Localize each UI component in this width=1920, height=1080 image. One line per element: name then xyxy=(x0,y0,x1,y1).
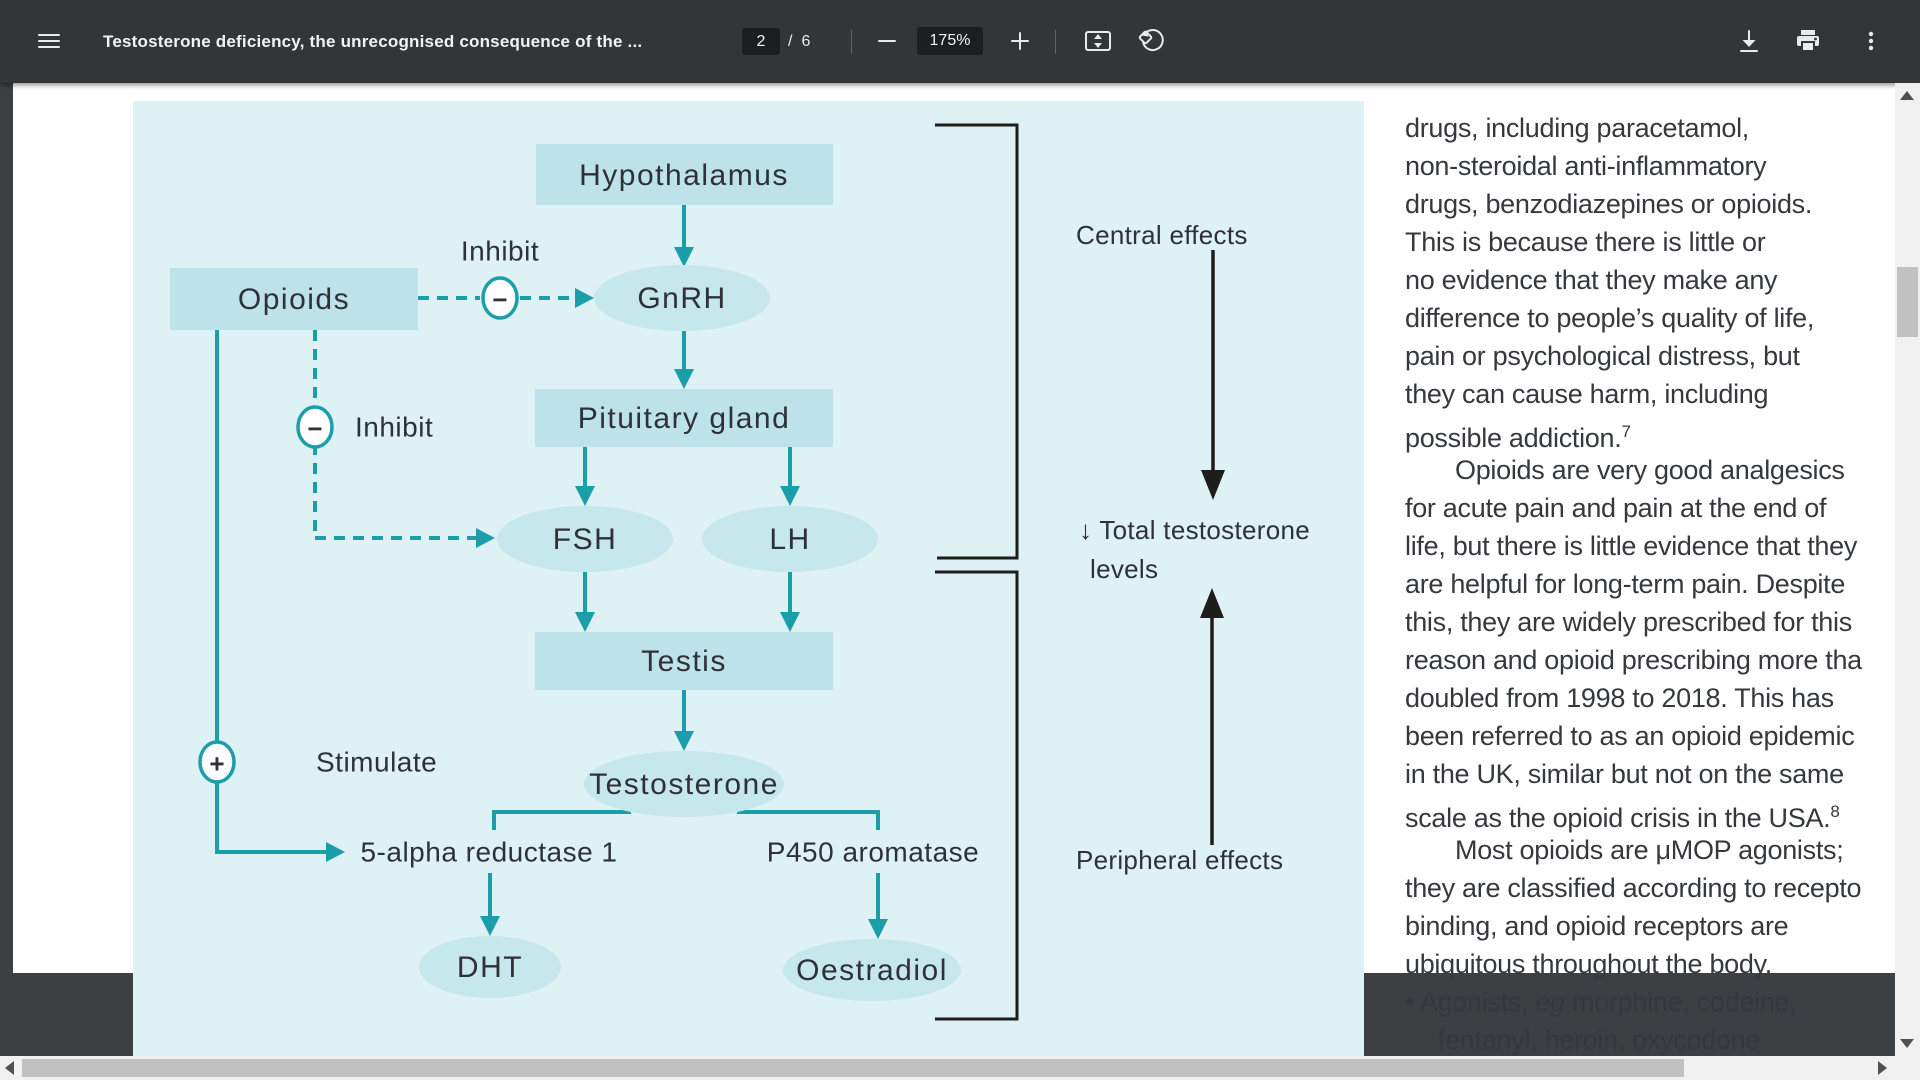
scrollbar-corner xyxy=(1895,1056,1920,1080)
article-line: scale as the opioid crisis in the USA.8 xyxy=(1405,802,1840,833)
fit-to-page-button[interactable] xyxy=(1076,19,1120,63)
menu-button[interactable] xyxy=(27,19,71,63)
article-line: Opioids are very good analgesics xyxy=(1455,455,1845,485)
article-line: This is because there is little or xyxy=(1405,227,1766,257)
node-hypothalamus xyxy=(536,144,833,205)
node-pituitary xyxy=(535,389,833,447)
minus-icon xyxy=(878,40,896,42)
zoom-out-button[interactable] xyxy=(865,19,909,63)
article-line: no evidence that they make any xyxy=(1405,265,1778,295)
label-lh: LH xyxy=(769,523,810,556)
node-fsh xyxy=(497,506,673,572)
article-line: possible addiction.7 xyxy=(1405,422,1631,453)
effects-brackets xyxy=(935,123,1019,1021)
article-line: fentanyl, heroin, oxycodone xyxy=(1438,1025,1761,1055)
article-text-column: drugs, including paracetamol, non-steroid… xyxy=(1405,109,1897,1056)
article-line: this, they are widely prescribed for thi… xyxy=(1405,607,1852,637)
download-button[interactable] xyxy=(1727,19,1771,63)
page-count: / 6 xyxy=(788,32,811,50)
article-line: for acute pain and pain at the end of xyxy=(1405,493,1827,523)
label-peripheral-effects: Peripheral effects xyxy=(1076,845,1283,875)
node-testosterone xyxy=(584,751,784,817)
label-testis: Testis xyxy=(641,645,727,678)
label-oestradiol: Oestradiol xyxy=(796,954,948,987)
label-opioids: Opioids xyxy=(238,283,350,316)
print-button[interactable] xyxy=(1786,19,1830,63)
minus-circle-fsh xyxy=(296,405,334,449)
pdf-page: − − + Hypothalamus Opioids GnRH Pituitar… xyxy=(13,83,1895,1056)
scroll-down-arrow-icon[interactable] xyxy=(1900,1039,1914,1048)
kebab-menu-icon xyxy=(1868,31,1874,51)
print-icon xyxy=(1797,30,1819,52)
minus-sign: − xyxy=(492,284,507,314)
figure-panel: − − + Hypothalamus Opioids GnRH Pituitar… xyxy=(133,101,1364,1056)
article-line: in the UK, similar but not on the same xyxy=(1405,759,1844,789)
vertical-scrollbar-thumb[interactable] xyxy=(1897,267,1918,337)
plus-sign: + xyxy=(209,748,224,778)
label-testosterone: Testosterone xyxy=(589,768,779,801)
article-line: reason and opioid prescribing more tha xyxy=(1405,645,1862,675)
vertical-scrollbar[interactable] xyxy=(1895,83,1920,1056)
article-line: drugs, including paracetamol, xyxy=(1405,113,1750,143)
label-total-testosterone-levels: levels xyxy=(1090,554,1158,584)
article-line: difference to people’s quality of life, xyxy=(1405,303,1815,333)
node-opioids xyxy=(170,268,418,330)
label-inhibit-mid: Inhibit xyxy=(355,412,433,443)
fit-page-icon xyxy=(1085,31,1111,51)
zoom-in-button[interactable] xyxy=(998,19,1042,63)
article-line: been referred to as an opioid epidemic xyxy=(1405,721,1855,751)
minus-sign: − xyxy=(307,413,322,443)
zoom-level-input[interactable]: 175% xyxy=(917,27,983,55)
label-total-testosterone: ↓ Total testosterone xyxy=(1079,515,1310,545)
node-lh xyxy=(702,506,878,572)
label-dht: DHT xyxy=(457,951,523,984)
article-line: they are classified according to recepto xyxy=(1405,873,1862,903)
pdf-toolbar: Testosterone deficiency, the unrecognise… xyxy=(0,0,1920,83)
horizontal-scrollbar[interactable] xyxy=(0,1056,1895,1080)
label-gnrh: GnRH xyxy=(637,282,726,315)
page-number-input[interactable]: 2 xyxy=(742,28,780,55)
node-testis xyxy=(535,632,833,690)
toolbar-separator xyxy=(851,30,852,54)
document-title: Testosterone deficiency, the unrecognise… xyxy=(103,31,643,51)
label-central-effects: Central effects xyxy=(1076,220,1248,250)
scroll-right-arrow-icon[interactable] xyxy=(1878,1061,1887,1075)
node-oestradiol xyxy=(783,939,961,1001)
rotate-counterclockwise-icon xyxy=(1138,29,1164,52)
label-pituitary: Pituitary gland xyxy=(578,402,791,435)
download-icon xyxy=(1740,30,1758,52)
node-dht xyxy=(419,936,561,998)
article-line: are helpful for long-term pain. Despite xyxy=(1405,569,1846,599)
article-line: ubiquitous throughout the body. xyxy=(1405,949,1772,979)
article-line: Most opioids are μMOP agonists; xyxy=(1455,835,1844,865)
horizontal-scrollbar-thumb[interactable] xyxy=(22,1059,1684,1077)
article-line: • Agonists, eg morphine, codeine, xyxy=(1405,987,1797,1017)
more-options-button[interactable] xyxy=(1849,19,1893,63)
plus-icon xyxy=(1011,32,1029,50)
article-line: pain or psychological distress, but xyxy=(1405,341,1800,371)
effects-arrows xyxy=(1200,250,1225,845)
article-line: drugs, benzodiazepines or opioids. xyxy=(1405,189,1813,219)
article-line: they can cause harm, including xyxy=(1405,379,1769,409)
label-hypothalamus: Hypothalamus xyxy=(579,159,789,192)
scroll-up-arrow-icon[interactable] xyxy=(1900,91,1914,100)
scroll-left-arrow-icon[interactable] xyxy=(5,1061,14,1075)
article-line: non-steroidal anti-inflammatory xyxy=(1405,151,1767,181)
toolbar-separator xyxy=(1055,30,1056,54)
label-stimulate: Stimulate xyxy=(316,747,437,778)
label-p450-aromatase: P450 aromatase xyxy=(767,837,979,868)
plus-circle-stimulate xyxy=(198,740,236,784)
teal-arrowheads xyxy=(326,247,888,939)
rotate-button[interactable] xyxy=(1129,19,1173,63)
node-gnrh xyxy=(594,265,770,331)
label-inhibit-top: Inhibit xyxy=(461,236,539,267)
article-line: life, but there is little evidence that … xyxy=(1405,531,1858,561)
article-line: doubled from 1998 to 2018. This has xyxy=(1405,683,1834,713)
label-alpha-reductase: 5-alpha reductase 1 xyxy=(360,837,617,868)
hamburger-icon xyxy=(38,34,60,48)
label-fsh: FSH xyxy=(553,523,618,556)
article-line: binding, and opioid receptors are xyxy=(1405,911,1789,941)
minus-circle-gnrh xyxy=(481,276,519,320)
hpt-axis-diagram: − − + Hypothalamus Opioids GnRH Pituitar… xyxy=(170,123,1310,1021)
